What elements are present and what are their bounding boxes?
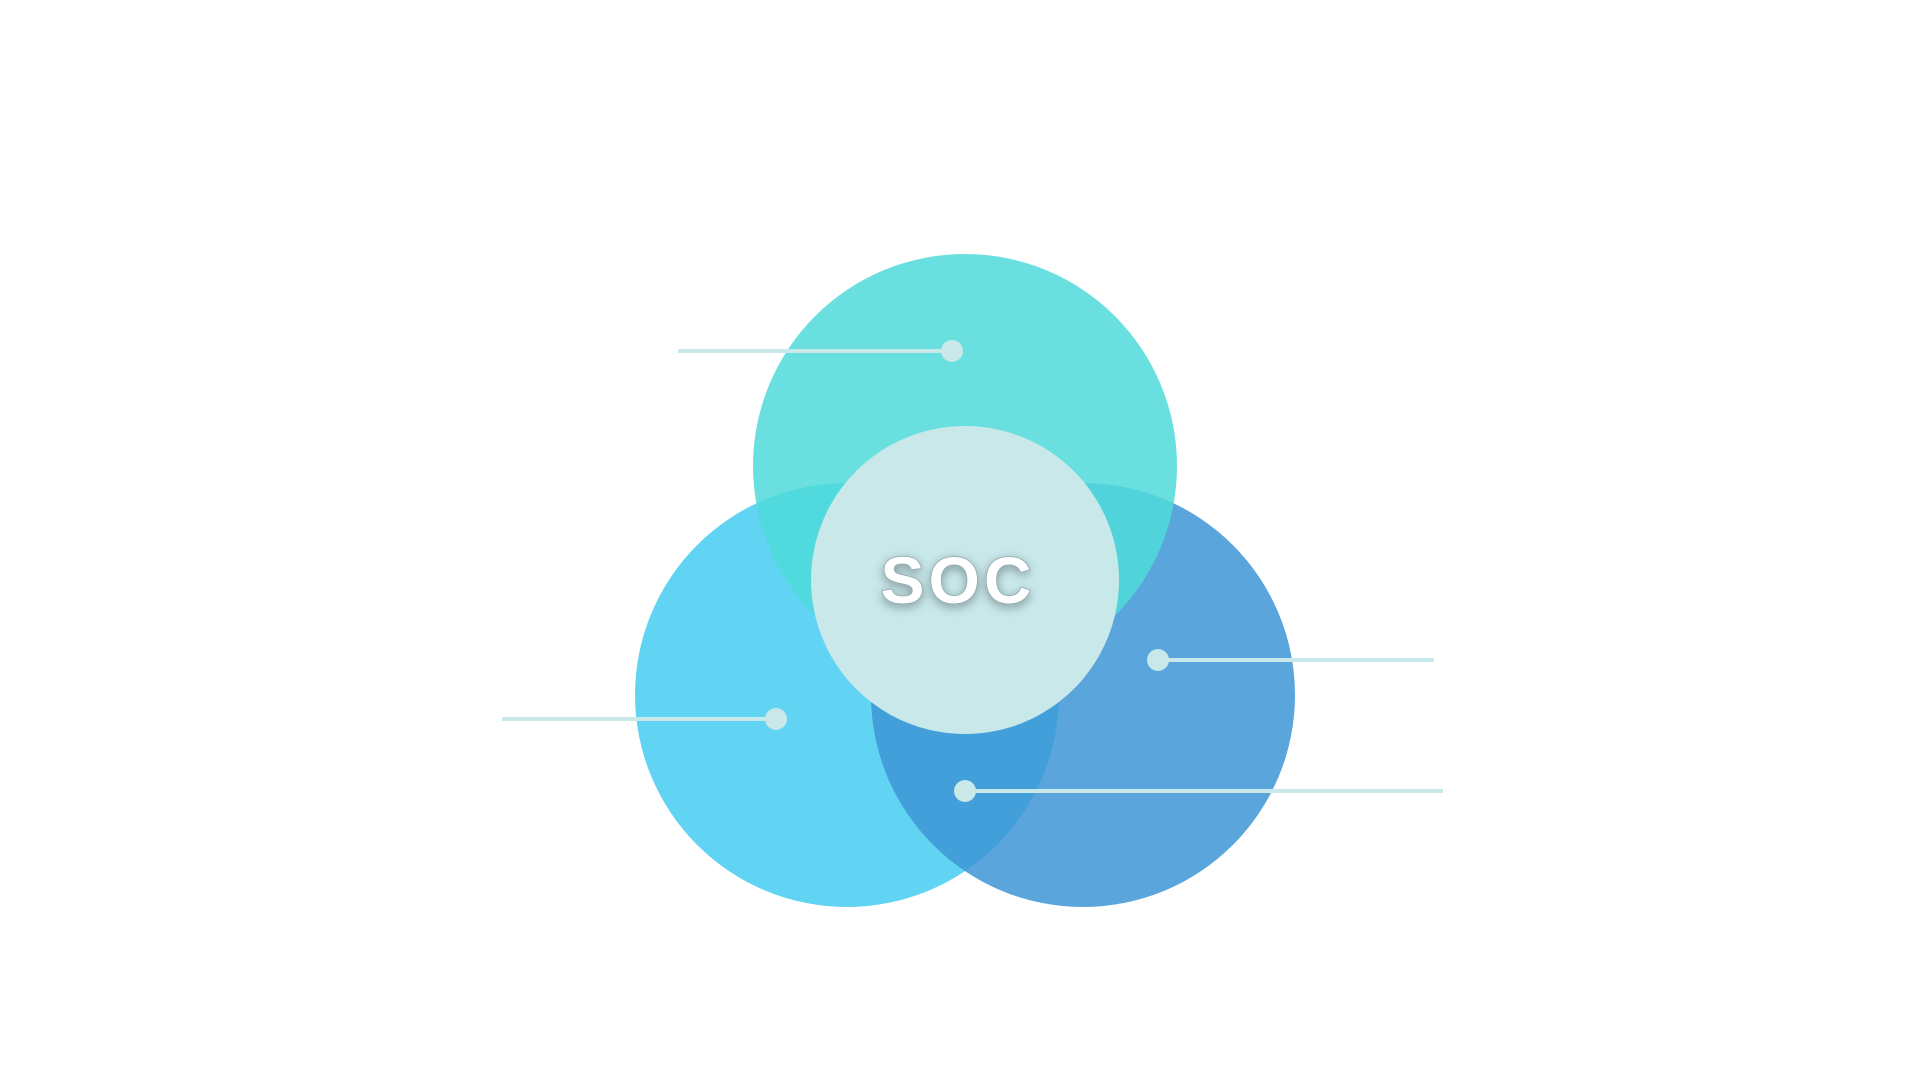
connector-right	[1147, 649, 1434, 671]
connector-top	[678, 340, 963, 362]
center-label: SOC	[880, 543, 1035, 617]
connector-bottom	[954, 780, 1443, 802]
connector-right-dot	[1147, 649, 1169, 671]
connector-top-dot	[941, 340, 963, 362]
connector-left	[502, 708, 787, 730]
connector-bottom-dot	[954, 780, 976, 802]
connector-left-dot	[765, 708, 787, 730]
center-circle	[811, 426, 1119, 734]
